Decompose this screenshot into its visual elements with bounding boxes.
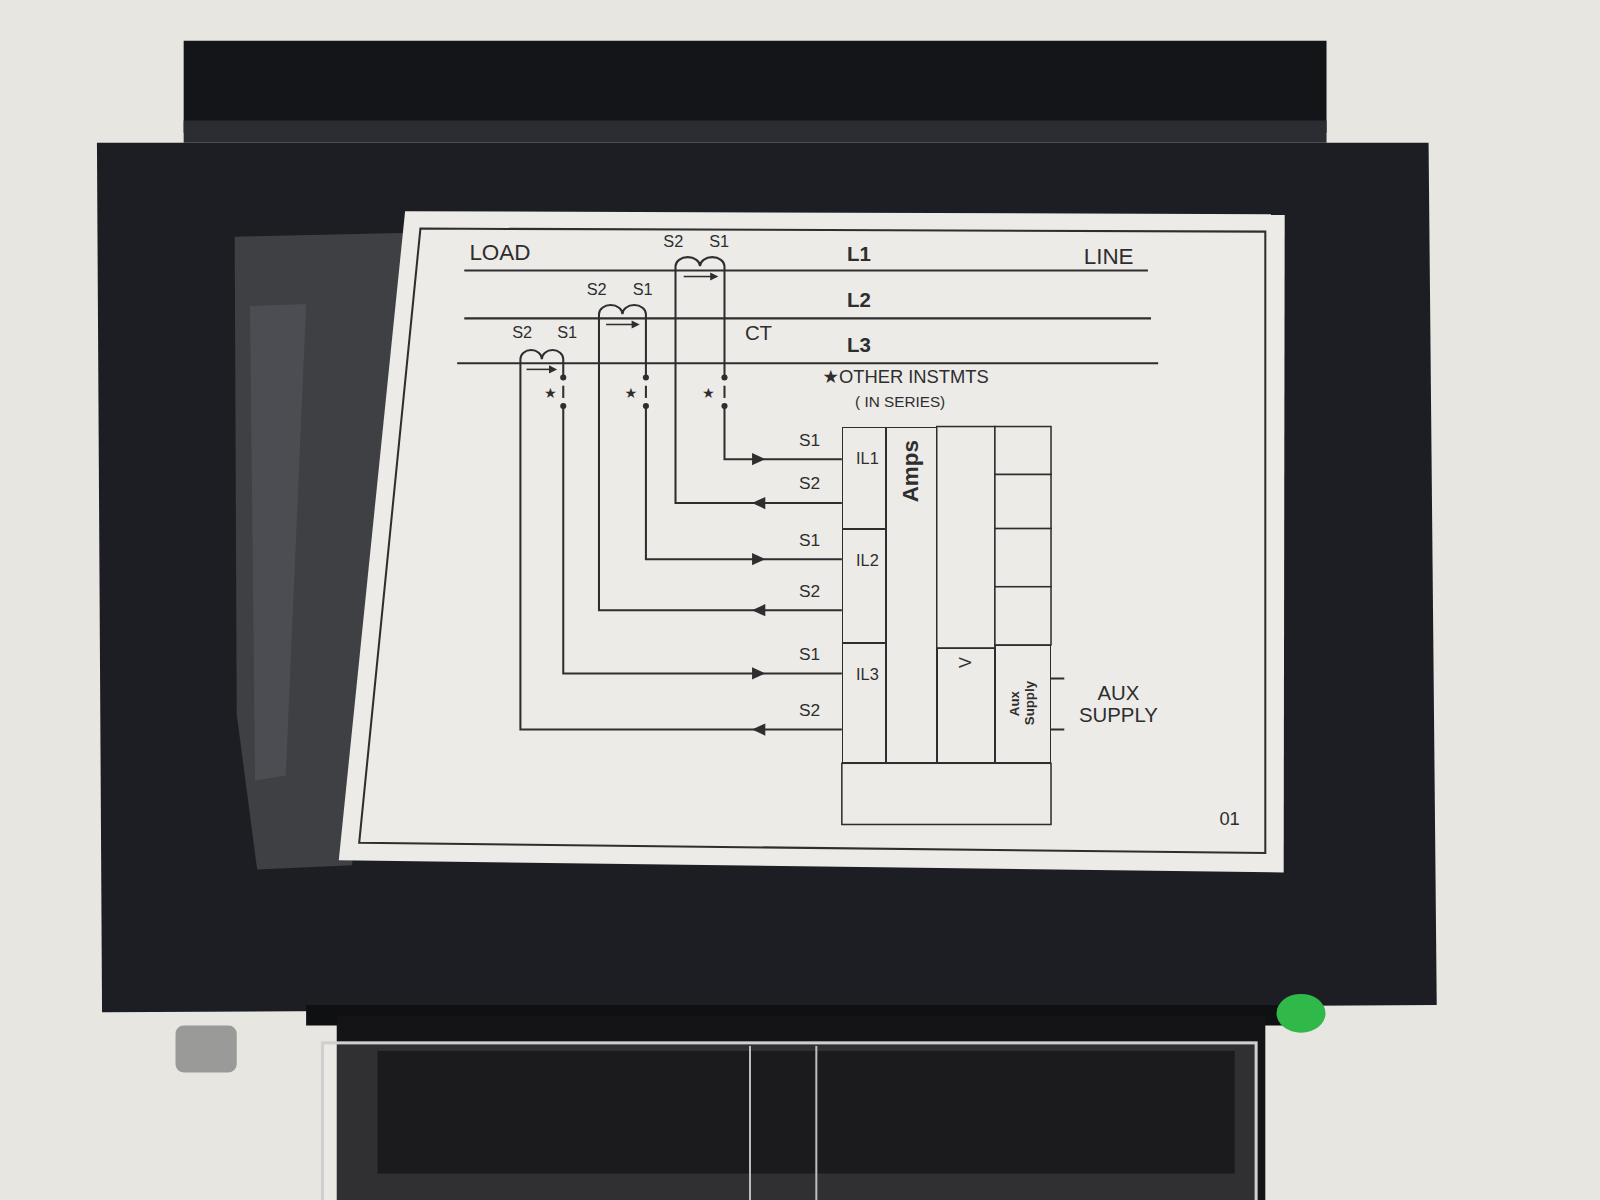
current-terminal: IL3 [842,643,886,763]
ct-arrow [606,324,634,326]
terminal-cell [937,427,995,648]
wire-dot [643,403,649,409]
wire-dot [643,374,649,380]
wire [646,318,842,559]
wire-arrow [752,453,765,465]
wire-dot [721,374,727,380]
terminal-cell [995,529,1051,587]
terminal-cell [995,587,1051,645]
signal-name: LOAD [469,241,530,266]
terminal-label: IL3 [856,666,879,684]
block-label: Amps [899,440,924,502]
label-sheet [339,211,1285,872]
wire-arrow [752,667,765,679]
phase-line [464,317,1151,319]
current-terminal: IL1 [842,427,886,529]
star-mark: ★ [544,386,557,402]
label-border [359,229,1265,853]
signal-name: S2 [799,701,820,720]
signal-name: S2 [512,324,532,342]
wire-dot [721,403,727,409]
wire-dash [645,386,647,398]
wire-dot [560,403,566,409]
cover-seam [815,1046,817,1200]
ct-coil [676,257,725,270]
star-mark: ★ [702,386,715,402]
block-label: Aux Supply [1008,674,1037,733]
ct-arrowhead [549,365,557,373]
meter-housing [97,143,1437,1012]
ct-arrowhead [632,320,640,328]
terminal-cell [995,427,1051,475]
mounting-pin [176,1026,237,1073]
wire-dash [562,386,564,398]
wire [520,363,841,729]
terminal-cell [842,763,1051,824]
signal-name: CT [745,322,772,344]
wire-arrow [752,604,765,616]
terminal-cell [995,474,1051,528]
terminal-cap [1277,994,1326,1033]
wire-arrow [752,553,765,565]
terminal-label: IL2 [856,552,879,570]
ct-arrow [527,369,551,371]
signal-name: S1 [709,233,729,251]
star-mark: ★ [624,386,637,402]
ct-coil [599,305,646,318]
tape-sheen [250,304,306,781]
wire [724,270,841,459]
signal-name: S2 [663,233,683,251]
terminal-label: IL1 [856,450,879,468]
wire-dot [560,374,566,380]
note: ★OTHER INSTMTS [822,367,988,387]
signal-name: L1 [847,243,871,265]
signal-name: S2 [799,582,820,601]
signal-name: S1 [633,281,653,299]
wire-arrow [752,723,765,735]
signal-name: S2 [799,474,820,493]
ct-arrowhead [710,272,718,280]
signal-name: L2 [847,289,871,311]
housing-lip [184,41,1327,133]
signal-name: S1 [799,531,820,550]
wire-dash [723,386,725,398]
signal-name: S1 [799,645,820,664]
ct-coil [520,350,563,363]
note: ( IN SERIES) [855,394,945,411]
signal-name: S1 [557,324,577,342]
signal-name: S2 [587,281,607,299]
display-window [378,1051,1235,1173]
block-label: V [957,657,975,668]
signal-name: S1 [799,431,820,450]
meter-block: Aux Supply [995,645,1051,763]
current-terminal: IL2 [842,529,886,643]
meter-block: Amps [886,427,937,764]
ct-arrow [684,276,713,278]
clear-cover [322,1043,1256,1200]
cover-seam [749,1046,751,1200]
wire [676,270,842,503]
drawing-number: 01 [1219,809,1239,829]
wire [599,318,842,610]
wire-arrow [752,497,765,509]
wire [563,363,842,673]
housing-lip-edge [184,120,1327,142]
phase-line [464,269,1148,271]
signal-name: L3 [847,334,871,356]
signal-name: LINE [1084,245,1134,270]
signal-name: AUX SUPPLY [1067,682,1169,727]
meter-block: V [937,648,995,763]
aux-lead [1051,679,1064,730]
